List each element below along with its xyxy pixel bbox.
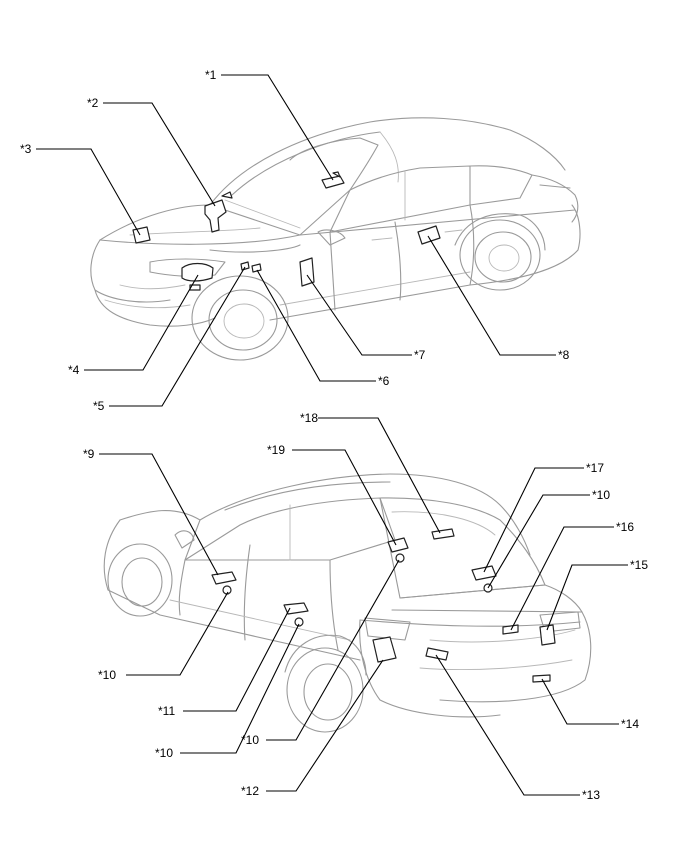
part-13-icon [425,647,449,661]
callout-lower-11: *11 [158,704,175,718]
part-16-icon [502,624,519,635]
callout-upper-2: *2 [87,96,99,110]
callout-upper-4: *4 [68,363,80,377]
part-12-icon [372,636,397,663]
part-9-icon [211,571,237,585]
callout-upper-3: *3 [20,142,32,156]
callout-lower-10a: *10 [98,668,116,682]
part-11-icon [283,602,309,615]
lower-callout-labels: *9 *10 *11 *10 *12 *10 *13 *14 *15 *16 *… [83,411,648,802]
lower-car-illustration [103,473,592,733]
callout-lower-10b: *10 [155,746,173,760]
callout-upper-8: *8 [558,348,570,362]
callout-lower-14: *14 [621,717,639,731]
callout-lower-16: *16 [616,520,634,534]
part-2-icon [204,191,233,233]
callout-lower-18: *18 [300,411,318,425]
part-10-icon [294,617,304,627]
callout-upper-1: *1 [205,68,217,82]
callout-upper-6: *6 [378,374,390,388]
callout-lower-12: *12 [241,784,259,798]
part-7-icon [299,257,315,287]
upper-leader-lines [36,74,556,407]
part-18-icon [431,528,455,540]
part-3-icon [132,226,151,244]
callout-upper-5: *5 [93,399,105,413]
upper-car-illustration [90,117,581,361]
part-5-icon [240,261,250,271]
callout-upper-7: *7 [414,348,426,362]
part-8-icon [417,225,441,245]
callout-lower-17: *17 [586,461,604,475]
callout-lower-15: *15 [630,558,648,572]
lower-leader-lines [99,417,628,796]
part-10-icon [395,553,405,563]
part-6-icon [251,263,262,273]
callout-lower-10d: *10 [592,488,610,502]
part-17-icon [471,565,497,581]
part-14-icon [532,674,551,683]
callout-lower-10c: *10 [241,733,259,747]
callout-lower-13: *13 [582,788,600,802]
callout-lower-9: *9 [83,447,95,461]
callout-lower-19: *19 [267,443,285,457]
part-19-icon [387,537,409,553]
upper-callout-labels: *1 *2 *3 *4 *5 *6 *7 *8 [20,68,570,413]
